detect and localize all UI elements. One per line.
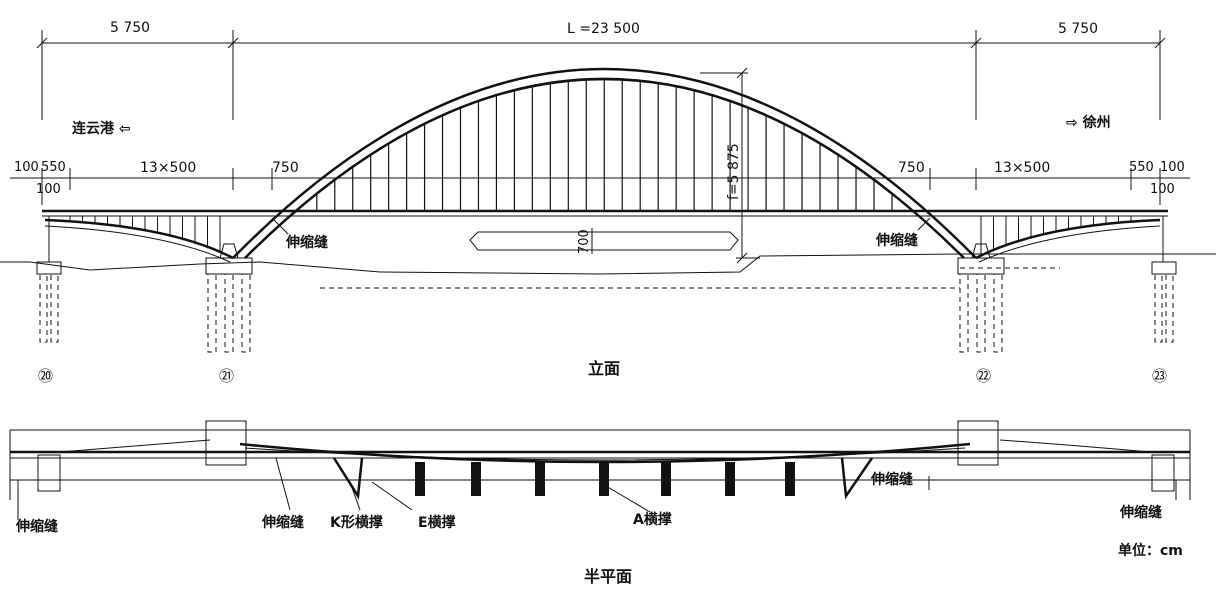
side-arch-left-inner [44,225,231,263]
dim-right-750: 750 [898,160,925,176]
leader-k-brace [349,481,361,511]
crossbeam [471,462,481,496]
dim-left-100: 100 [14,160,39,175]
pier-number-23: ㉓ [1152,367,1167,385]
elevation-view: 5 750 L =23 500 5 750 连云港 ⇦ ⇨ 徐州 100 550… [0,20,1216,385]
plan-joint-mid: 伸缩缝 [261,514,304,531]
rise-dimension [700,67,760,264]
crossbeam [535,462,545,496]
dim-right-span: 5 750 [1058,21,1098,37]
dim-left-100-lower: 100 [36,182,61,197]
dim-left-span: 5 750 [110,20,150,36]
pier-22 [957,243,1005,353]
side-span-posts [69,216,1132,256]
expansion-joint-right: 伸缩缝 [875,232,918,249]
plan-e-brace: E横撑 [418,514,456,531]
plan-side-rib-right [999,439,1151,453]
plan-pier-22 [957,420,999,466]
dim-left-13x500: 13×500 [140,160,196,176]
plan-a-brace: A横撑 [633,511,672,528]
pier-number-22: ㉒ [976,367,991,385]
pier-20 [36,216,62,343]
plan-crossbeams [415,462,795,496]
joint-leader-right [917,217,931,231]
leader-a-brace [605,485,651,513]
plan-title: 半平面 [584,567,632,586]
top-dimension-line [36,30,1166,120]
plan-pier-23 [1151,454,1175,492]
deck [42,209,1168,217]
plan-joint-right: 伸缩缝 [1119,504,1162,521]
dim-main-span: L =23 500 [567,21,640,37]
main-arch-upper [232,67,977,259]
crossbeam [599,462,609,496]
crossbeam [785,462,795,496]
plan-k-brace: K形横撑 [330,514,383,531]
dim-right-550: 550 [1129,160,1154,175]
pier-23 [1151,216,1177,343]
crossbeam [725,462,735,496]
second-dimension-line [10,168,1190,205]
plan-arch-rib-inner [244,447,966,461]
expansion-joint-left: 伸缩缝 [285,234,328,251]
deck-depth-label: 700 [577,229,592,254]
pier-number-21: ㉑ [219,367,234,385]
plan-pier-21 [205,420,247,466]
rise-label: f=5 875 [726,143,742,200]
dim-right-13x500: 13×500 [994,160,1050,176]
plan-side-rib-left [59,439,211,453]
plan-joint-left: 伸缩缝 [15,518,58,535]
dim-left-750: 750 [272,160,299,176]
pier-number-20: ⑳ [38,367,53,385]
joint-leader-left [271,217,289,235]
side-arch-right [975,218,1161,260]
direction-xuzhou: ⇨ 徐州 [1066,114,1111,131]
elevation-title: 立面 [588,359,620,378]
dim-left-550: 550 [41,160,66,175]
dim-right-100-lower: 100 [1150,182,1175,197]
leader-e-brace [371,481,413,511]
leader-joint-plan-mid [275,457,291,511]
pier-21 [205,243,253,353]
plan-joint-right-mid: 伸缩缝 [870,471,913,488]
crossbeam [415,462,425,496]
side-arch-left [44,218,234,260]
plan-pier-20 [37,454,61,492]
k-brace-right [840,457,874,500]
k-brace-left [332,457,364,500]
half-plan-view: 伸缩缝 伸缩缝 K形横撑 E横撑 A横撑 伸缩缝 伸缩缝 半平面 [9,420,1191,586]
side-arch-right-inner [978,225,1161,263]
deck-cross-section [469,231,739,251]
crossbeam [661,462,671,496]
ground-line [0,253,1216,275]
arch-hangers [298,79,911,211]
dim-right-100: 100 [1160,160,1185,175]
direction-lianyungang: 连云港 ⇦ [72,120,131,137]
units-note: 单位：cm [1118,542,1183,559]
